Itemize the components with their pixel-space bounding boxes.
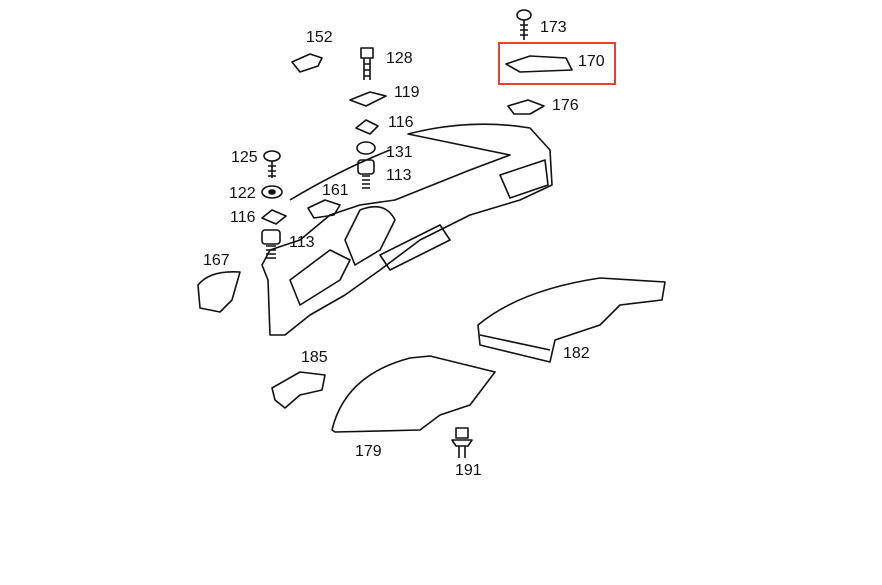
part-176-shape bbox=[507, 99, 545, 115]
part-161-shape bbox=[307, 199, 341, 219]
part-131-shape bbox=[356, 141, 376, 155]
callout-182[interactable]: 182 bbox=[563, 345, 590, 362]
part-179-shape bbox=[331, 355, 496, 433]
part-125-shape bbox=[263, 150, 281, 178]
callout-161[interactable]: 161 bbox=[322, 182, 349, 199]
part-113b-shape bbox=[261, 229, 281, 259]
part-113a-shape bbox=[357, 159, 375, 189]
callout-125[interactable]: 125 bbox=[231, 149, 258, 166]
callout-167[interactable]: 167 bbox=[203, 252, 230, 269]
part-167-shape bbox=[197, 270, 241, 313]
callout-191[interactable]: 191 bbox=[455, 462, 482, 479]
part-152-shape bbox=[291, 53, 323, 73]
callout-122[interactable]: 122 bbox=[229, 185, 256, 202]
part-173-shape bbox=[516, 9, 532, 40]
part-182-shape bbox=[477, 277, 666, 363]
part-116a-shape bbox=[355, 119, 379, 135]
part-185-shape bbox=[271, 371, 326, 409]
callout-173[interactable]: 173 bbox=[540, 19, 567, 36]
callout-116[interactable]: 116 bbox=[388, 114, 414, 131]
callout-116-lower[interactable]: 116 bbox=[230, 209, 256, 226]
callout-170[interactable]: 170 bbox=[578, 53, 605, 70]
callout-113[interactable]: 113 bbox=[386, 167, 412, 184]
callout-152[interactable]: 152 bbox=[306, 29, 333, 46]
part-191-shape bbox=[451, 427, 473, 458]
callout-179[interactable]: 179 bbox=[355, 443, 382, 460]
callout-131[interactable]: 131 bbox=[386, 144, 413, 161]
highlight-box-170 bbox=[498, 42, 616, 85]
part-170-shape bbox=[505, 55, 573, 73]
part-116b-shape bbox=[261, 209, 287, 225]
callout-113-lower[interactable]: 113 bbox=[289, 234, 315, 251]
callout-119[interactable]: 119 bbox=[394, 84, 420, 101]
callout-185[interactable]: 185 bbox=[301, 349, 328, 366]
part-122-shape bbox=[261, 185, 283, 199]
part-119-shape bbox=[349, 91, 387, 107]
callout-128[interactable]: 128 bbox=[386, 50, 413, 67]
part-128-shape bbox=[360, 47, 374, 80]
callout-176[interactable]: 176 bbox=[552, 97, 579, 114]
